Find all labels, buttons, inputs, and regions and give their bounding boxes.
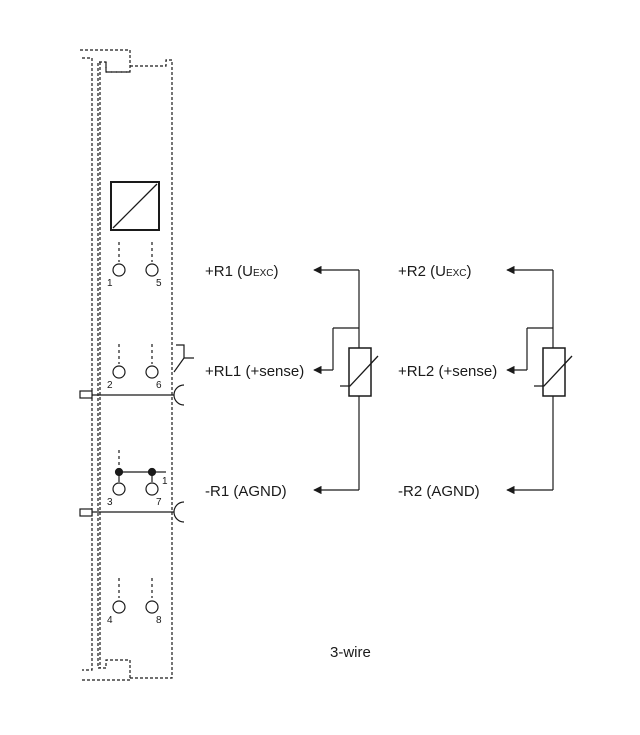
jumper-mark: 1 bbox=[162, 476, 168, 487]
terminal-3[interactable] bbox=[112, 482, 126, 496]
label-r2-minus: -R2 (AGND) bbox=[398, 483, 480, 500]
terminal-label-5: 5 bbox=[156, 278, 162, 289]
sensor-2-wiring bbox=[506, 265, 554, 495]
shield-contact-lower bbox=[79, 501, 185, 523]
sensor-1-wiring bbox=[313, 265, 360, 495]
rtd-sensor-1 bbox=[340, 347, 379, 397]
junction-dot bbox=[114, 467, 124, 477]
terminal-label-3: 3 bbox=[107, 497, 113, 508]
terminal-6[interactable] bbox=[145, 365, 159, 379]
label-rl1-plus: +RL1 (+sense) bbox=[205, 363, 304, 380]
terminal-1[interactable] bbox=[112, 263, 126, 277]
rtd-sensor-2 bbox=[534, 347, 573, 397]
terminal-label-4: 4 bbox=[107, 615, 113, 626]
terminal-pair-1-5 bbox=[112, 242, 159, 277]
terminal-2[interactable] bbox=[112, 365, 126, 379]
terminal-label-6: 6 bbox=[156, 380, 162, 391]
terminal-pair-4-8 bbox=[112, 578, 159, 614]
shield-contact-upper bbox=[79, 344, 194, 406]
junction-dot bbox=[147, 467, 157, 477]
terminal-label-2: 2 bbox=[107, 380, 113, 391]
label-r2-plus: +R2 (UEXC) bbox=[398, 263, 472, 280]
terminal-pair-3-7 bbox=[112, 450, 166, 496]
terminal-4[interactable] bbox=[112, 600, 126, 614]
module-housing bbox=[80, 49, 173, 681]
label-r1-plus: +R1 (UEXC) bbox=[205, 263, 279, 280]
converter-symbol bbox=[110, 181, 160, 231]
caption: 3-wire bbox=[330, 644, 371, 661]
terminal-label-1: 1 bbox=[107, 278, 113, 289]
terminal-7[interactable] bbox=[145, 482, 159, 496]
label-rl2-plus: +RL2 (+sense) bbox=[398, 363, 497, 380]
terminal-label-8: 8 bbox=[156, 615, 162, 626]
terminal-8[interactable] bbox=[145, 600, 159, 614]
terminal-5[interactable] bbox=[145, 263, 159, 277]
label-r1-minus: -R1 (AGND) bbox=[205, 483, 287, 500]
terminal-label-7: 7 bbox=[156, 497, 162, 508]
terminal-pair-2-6 bbox=[112, 344, 159, 379]
